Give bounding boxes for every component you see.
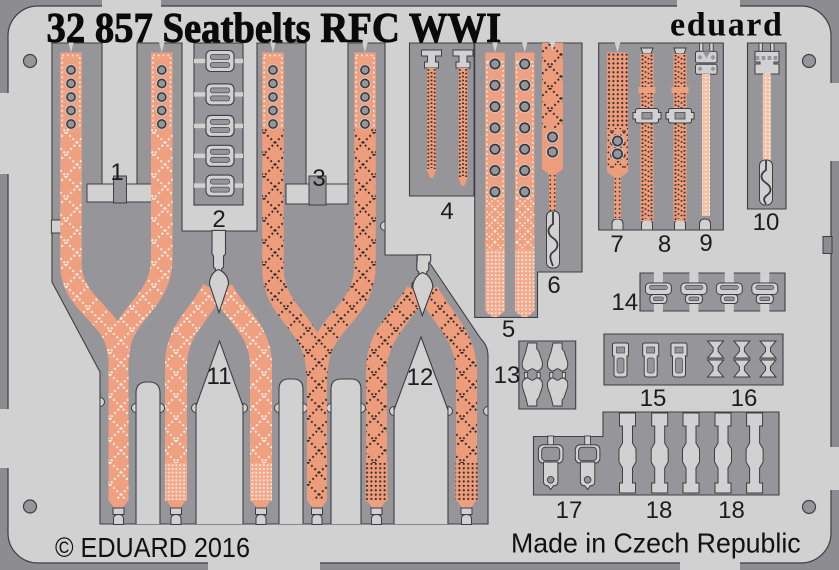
svg-text:15: 15 — [640, 385, 667, 412]
svg-text:5: 5 — [502, 316, 515, 343]
svg-text:7: 7 — [610, 231, 623, 258]
svg-text:10: 10 — [753, 209, 780, 236]
svg-text:18: 18 — [646, 497, 673, 524]
svg-text:18: 18 — [718, 497, 745, 524]
svg-text:11: 11 — [207, 363, 232, 390]
svg-text:© EDUARD 2016: © EDUARD 2016 — [55, 532, 250, 564]
svg-text:14: 14 — [611, 289, 638, 316]
svg-text:3: 3 — [312, 165, 325, 192]
svg-text:16: 16 — [731, 385, 758, 412]
svg-text:32 857 Seatbelts RFC WWI: 32 857 Seatbelts RFC WWI — [47, 4, 502, 51]
svg-text:Made in Czech Republic: Made in Czech Republic — [511, 527, 801, 559]
svg-text:17: 17 — [556, 497, 583, 524]
svg-text:6: 6 — [547, 272, 560, 299]
svg-text:8: 8 — [658, 231, 671, 258]
svg-text:eduard: eduard — [670, 7, 784, 44]
svg-text:1: 1 — [110, 159, 123, 186]
svg-text:9: 9 — [699, 230, 712, 257]
svg-text:4: 4 — [440, 198, 453, 225]
svg-text:2: 2 — [212, 206, 225, 233]
svg-text:13: 13 — [494, 362, 521, 389]
svg-text:12: 12 — [407, 364, 434, 391]
